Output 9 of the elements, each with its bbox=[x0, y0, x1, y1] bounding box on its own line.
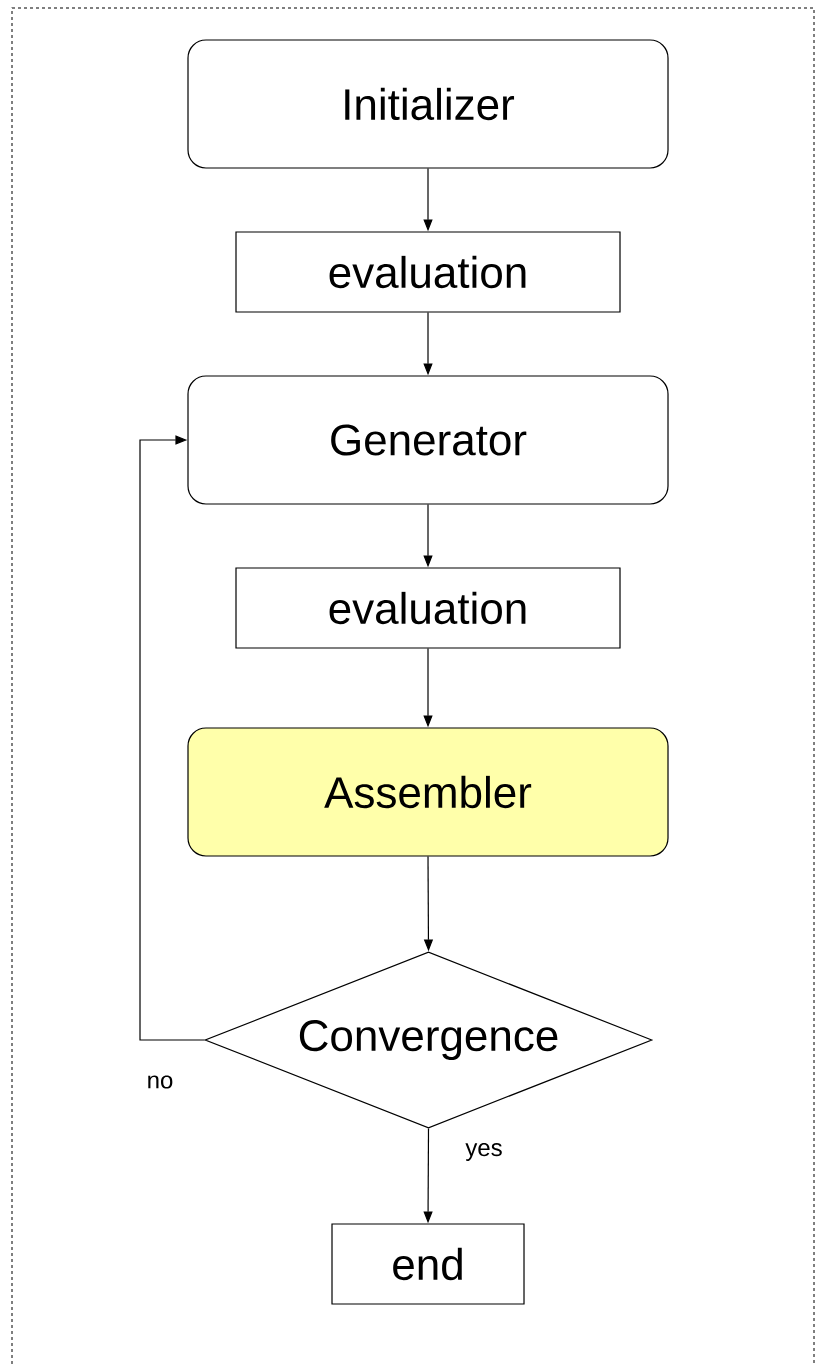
process-box: evaluation bbox=[235, 231, 621, 313]
process-box: end bbox=[331, 1223, 525, 1305]
process-box: Initializer bbox=[187, 39, 669, 169]
process-box: evaluation bbox=[235, 567, 621, 649]
process-box: Assembler bbox=[187, 727, 669, 857]
arrow bbox=[139, 435, 205, 1041]
edge-label: no bbox=[145, 1074, 175, 1090]
edge-label: yes bbox=[464, 1142, 504, 1162]
process-box: Generator bbox=[187, 375, 669, 505]
